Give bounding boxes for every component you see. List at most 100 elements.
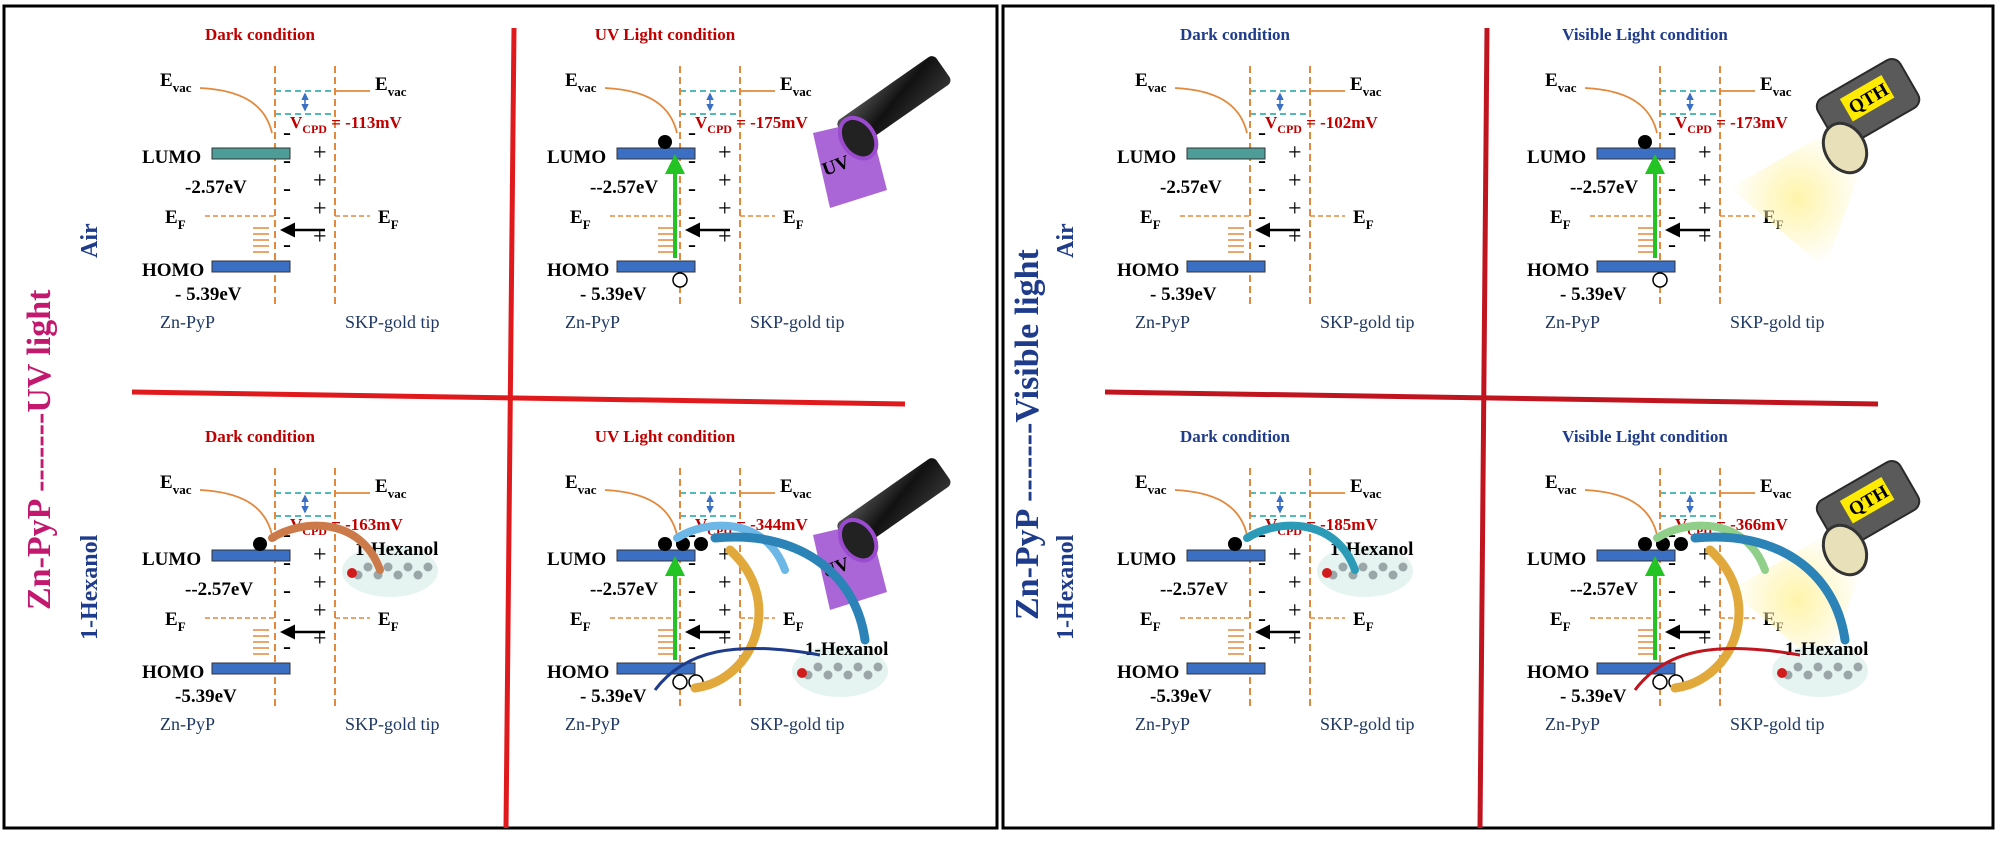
minus-sign: -	[688, 578, 696, 604]
electron	[694, 537, 708, 551]
flashlight-lens	[1821, 121, 1869, 175]
ef-left: EF	[1550, 207, 1571, 232]
atom	[813, 662, 823, 672]
evac-left: Evac	[1545, 472, 1577, 497]
atom	[383, 562, 393, 572]
minus-sign: -	[1668, 204, 1676, 230]
vacuum-curve	[604, 87, 678, 134]
left-vertical-divider	[503, 27, 517, 829]
return-arrow	[1633, 646, 1801, 691]
minus-sign: -	[688, 120, 696, 146]
minus-sign: -	[283, 550, 291, 576]
evac-right: Evac	[1350, 74, 1382, 99]
homo-bar	[211, 260, 291, 273]
right-row-hexanol-label: 1-Hexanol	[1053, 534, 1079, 640]
electron-transfer-arrow	[710, 532, 870, 645]
minus-sign: -	[1668, 550, 1676, 576]
evac-left: Evac	[1135, 70, 1167, 95]
electron	[253, 537, 267, 551]
homo-bar	[211, 662, 291, 675]
minus-sign: -	[1668, 232, 1676, 258]
electron-transfer-arrow	[1690, 532, 1850, 645]
atom	[1813, 662, 1823, 672]
plus-sign: +	[1288, 626, 1302, 652]
evac-left: Evac	[1545, 70, 1577, 95]
electron	[658, 135, 672, 149]
atom	[863, 670, 873, 680]
tip-label: SKP-gold tip	[750, 312, 845, 332]
homo-label: HOMO	[547, 260, 609, 281]
ef-left: EF	[570, 609, 591, 634]
right-side-label: Zn-PyP -------Visible light	[1009, 249, 1046, 620]
minus-sign: -	[1258, 204, 1266, 230]
adsorption-arrow	[1243, 521, 1359, 574]
plus-sign: +	[313, 196, 327, 222]
panel-title: Dark condition	[1180, 25, 1291, 44]
minus-sign: -	[283, 522, 291, 548]
lumo-bar	[1596, 549, 1676, 562]
lumo-label: LUMO	[1527, 147, 1586, 168]
ef-left: EF	[1140, 207, 1161, 232]
plus-sign: +	[1698, 224, 1712, 250]
hexanol-label: 1-Hexanol	[1785, 639, 1868, 660]
lumo-label: LUMO	[1117, 549, 1176, 570]
minus-sign: -	[1258, 120, 1266, 146]
vacuum-curve	[1584, 489, 1658, 536]
panel-title: UV Light condition	[595, 25, 736, 44]
ef-right: EF	[1353, 609, 1374, 634]
evac-right: Evac	[1760, 476, 1792, 501]
evac-left: Evac	[160, 70, 192, 95]
plus-sign: +	[1698, 570, 1712, 596]
homo-energy: - 5.39eV	[1560, 686, 1627, 707]
oxygen-atom	[1322, 568, 1332, 578]
minus-sign: -	[1258, 176, 1266, 202]
evac-left: Evac	[565, 70, 597, 95]
electron	[1674, 537, 1688, 551]
ef-left: EF	[165, 207, 186, 232]
ef-left: EF	[570, 207, 591, 232]
hole	[1652, 674, 1668, 690]
minus-sign: -	[1258, 148, 1266, 174]
plus-sign: +	[1698, 140, 1712, 166]
minus-sign: -	[1258, 578, 1266, 604]
plus-sign: +	[1288, 224, 1302, 250]
homo-energy: -5.39eV	[175, 686, 237, 707]
atom	[823, 670, 833, 680]
atom	[1378, 562, 1388, 572]
plus-sign: +	[718, 196, 732, 222]
homo-bar	[616, 662, 696, 675]
lumo-label: LUMO	[1117, 147, 1176, 168]
panel-title: Dark condition	[205, 427, 316, 446]
atom	[1803, 670, 1813, 680]
electron	[1228, 537, 1242, 551]
lumo-energy: --2.57eV	[1570, 579, 1638, 600]
minus-sign: -	[1258, 522, 1266, 548]
lumo-energy: --2.57eV	[590, 177, 658, 198]
homo-bar	[616, 260, 696, 273]
homo-label: HOMO	[142, 662, 204, 683]
minus-sign: -	[688, 550, 696, 576]
atom	[1823, 670, 1833, 680]
homo-label: HOMO	[142, 260, 204, 281]
atom	[1853, 662, 1863, 672]
homo-label: HOMO	[1117, 260, 1179, 281]
plus-sign: +	[1698, 196, 1712, 222]
plus-sign: +	[1288, 196, 1302, 222]
atom	[423, 562, 433, 572]
lumo-label: LUMO	[547, 549, 606, 570]
minus-sign: -	[1668, 176, 1676, 202]
electron	[658, 537, 672, 551]
vacuum-curve	[1174, 489, 1248, 536]
plus-sign: +	[1288, 570, 1302, 596]
plus-sign: +	[718, 626, 732, 652]
plus-sign: +	[313, 626, 327, 652]
minus-sign: -	[283, 578, 291, 604]
panel-title: Visible Light condition	[1562, 25, 1728, 44]
atom	[1793, 662, 1803, 672]
oxygen-atom	[797, 668, 807, 678]
